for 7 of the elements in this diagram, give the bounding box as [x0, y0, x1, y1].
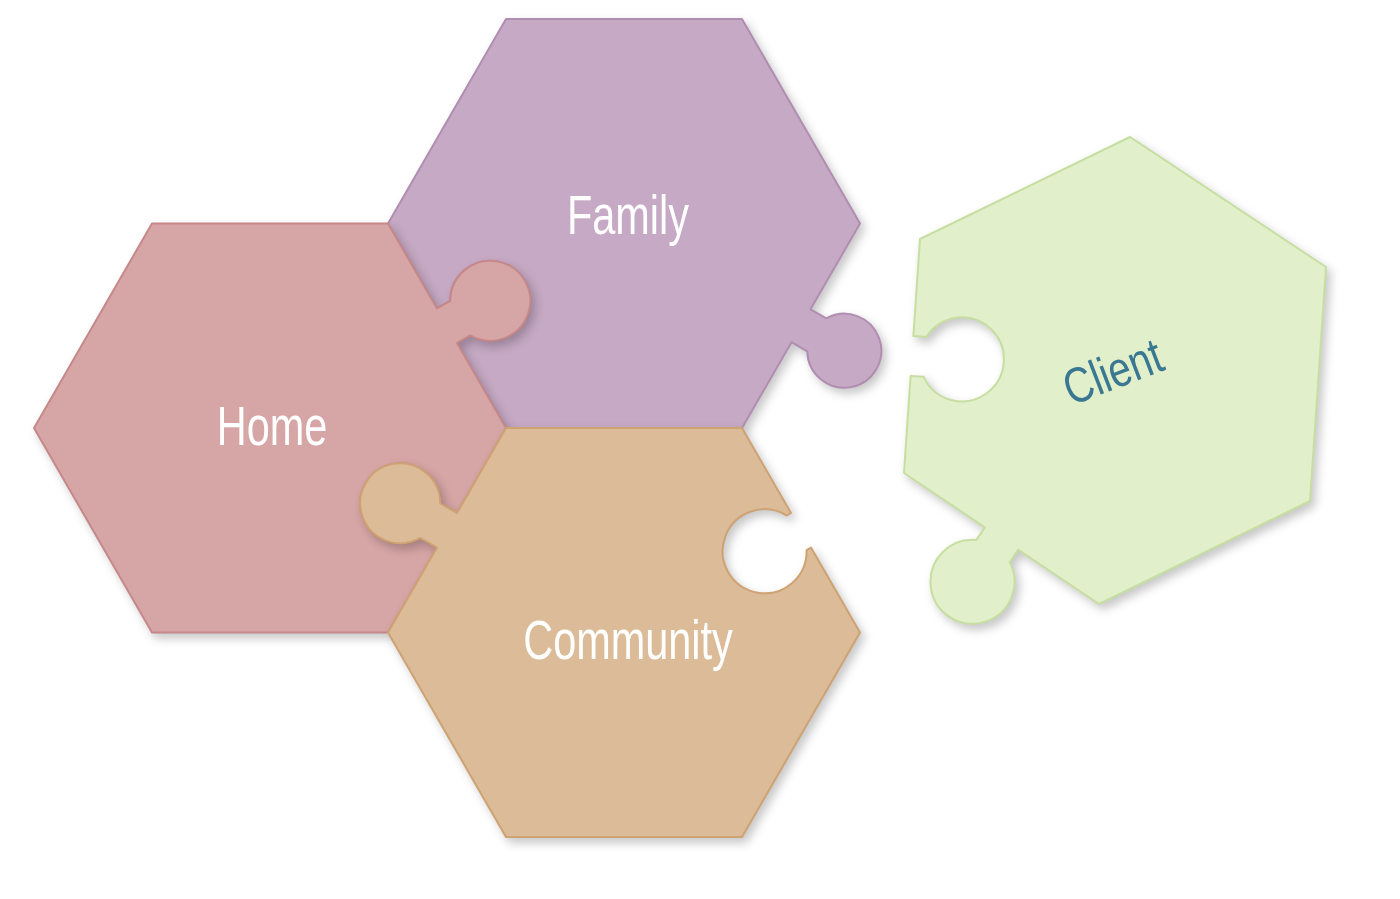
piece-label: Community — [523, 610, 733, 670]
piece-label: Home — [216, 396, 328, 456]
hexagon-puzzle-piece — [387, 18, 883, 429]
hexagon-puzzle-piece — [359, 427, 861, 838]
piece-label: Client — [1055, 329, 1171, 415]
hexagon-puzzle-piece — [903, 136, 1327, 625]
piece-label: Family — [567, 185, 689, 245]
